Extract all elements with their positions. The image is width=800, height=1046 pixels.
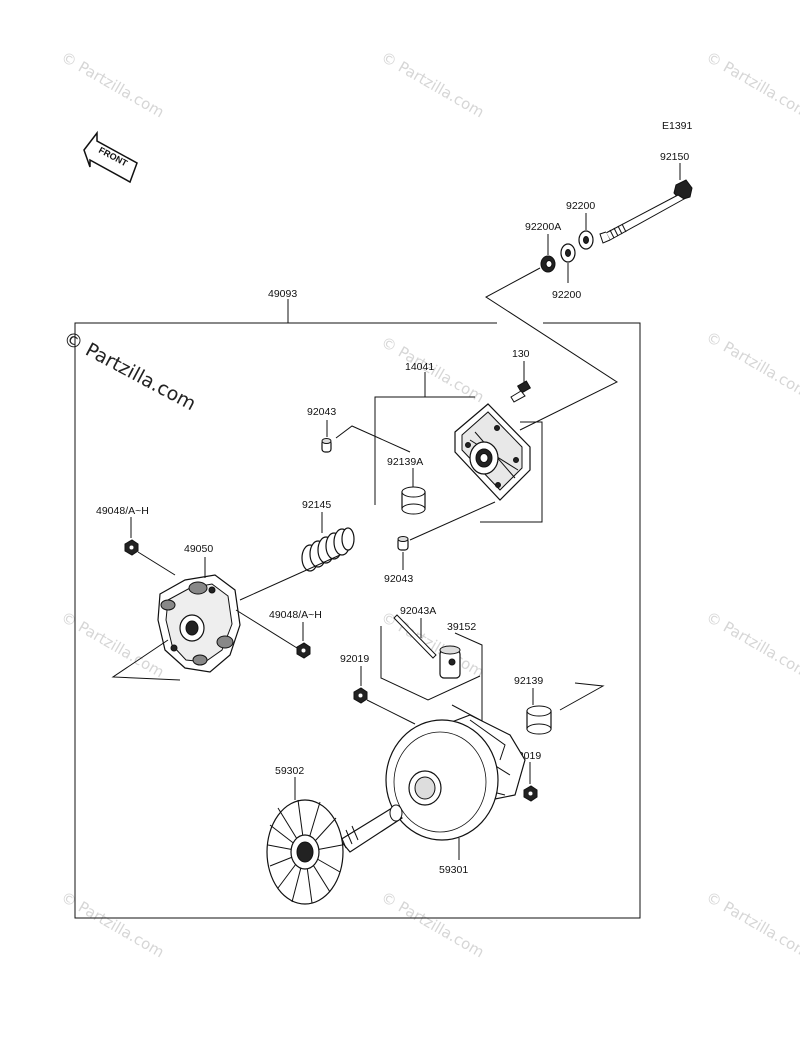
spring-92145: 92145 — [239, 499, 355, 601]
label-92139a: 92139A — [387, 456, 423, 468]
label-59301: 59301 — [439, 864, 468, 876]
label-59302: 59302 — [275, 765, 304, 777]
assembly-frame: 49093 — [74, 288, 641, 919]
watermark: © Partzilla.com — [703, 608, 800, 681]
watermark: © Partzilla.com — [378, 48, 487, 121]
label-49050: 49050 — [184, 543, 213, 555]
nut-49048-left: 49048/A~H — [96, 505, 176, 576]
label-92139: 92139 — [514, 675, 543, 687]
sheave-59301: 59301 — [385, 714, 526, 876]
sheave-59302: 59302 — [266, 765, 403, 905]
bolt-92150: 92150 — [599, 151, 693, 244]
watermark: © Partzilla.com — [703, 328, 800, 401]
label-39152: 39152 — [447, 621, 476, 633]
label-92200-top: 92200 — [566, 200, 595, 212]
watermark: © Partzilla.com — [58, 888, 167, 961]
watermark-prominent: © Partzilla.com — [60, 327, 200, 415]
label-49093: 49093 — [268, 288, 297, 300]
label-92043a: 92043A — [400, 605, 436, 617]
bushing-92139a: 92139A — [387, 456, 426, 515]
front-arrow-icon: FRONT — [83, 130, 138, 184]
label-49048-right: 49048/A~H — [269, 609, 322, 621]
pin-92043-top: 92043 — [307, 406, 411, 453]
washer-92200-top: 92200 — [566, 200, 595, 250]
label-14041: 14041 — [405, 361, 434, 373]
nut-49048-right: 49048/A~H — [235, 609, 322, 659]
nut-92019-left: 92019 — [340, 653, 416, 725]
watermark: © Partzilla.com — [58, 608, 167, 681]
watermark: © Partzilla.com — [58, 48, 167, 121]
spider-49050: 49050 — [111, 543, 241, 681]
label-130: 130 — [512, 348, 530, 360]
roller-39152: 39152 — [439, 621, 483, 722]
housing-14041: 14041 — [374, 361, 543, 523]
watermark: © Partzilla.com — [378, 888, 487, 961]
bolt-130: 130 — [510, 348, 532, 403]
leader-line — [485, 267, 619, 431]
watermark: © Partzilla.com — [703, 48, 800, 121]
ref-code: E1391 — [662, 120, 693, 132]
label-92019-left: 92019 — [340, 653, 369, 665]
label-92150: 92150 — [660, 151, 689, 163]
label-92043-top: 92043 — [307, 406, 336, 418]
label-92145: 92145 — [302, 499, 331, 511]
nut-92200a: 92200A — [525, 221, 561, 273]
bushing-92139: 92139 — [514, 675, 605, 735]
label-92200a: 92200A — [525, 221, 561, 233]
pin-92043a: 92043A — [380, 605, 481, 701]
label-49048-left: 49048/A~H — [96, 505, 149, 517]
pin-92043-mid: 92043 — [384, 501, 496, 585]
watermark: © Partzilla.com — [703, 888, 800, 961]
label-92200-bottom: 92200 — [552, 289, 581, 301]
label-92043-mid: 92043 — [384, 573, 413, 585]
washer-92200-bottom: 92200 — [552, 243, 581, 301]
